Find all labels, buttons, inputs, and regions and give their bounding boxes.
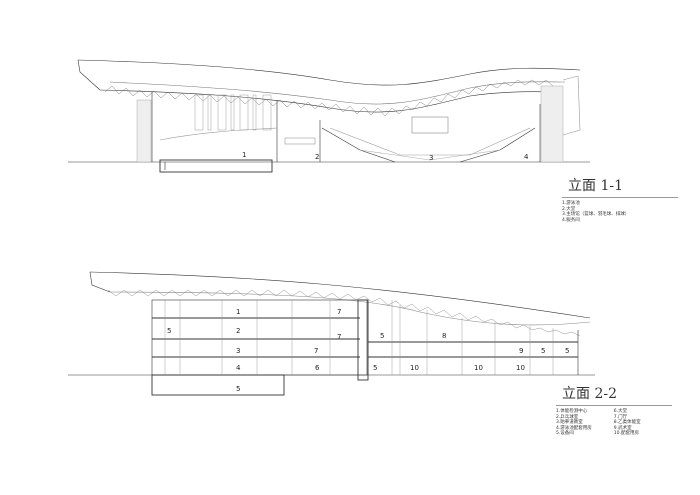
legend-item: 2.大堂: [562, 206, 576, 212]
room-label-4: 4: [524, 153, 529, 161]
legend-item: 3.主场馆（篮球、羽毛球、排球）: [562, 212, 630, 217]
legend-item: 9.武术室: [613, 425, 632, 431]
room-labels-2-2: 1 2 3 4 5 5 6 7 7 7 5 8 5 10 10 10 9 5 5: [167, 308, 569, 393]
svg-text:10: 10: [474, 364, 483, 372]
room-label-3: 3: [429, 154, 433, 162]
svg-text:7: 7: [337, 308, 341, 316]
svg-text:5: 5: [541, 347, 545, 355]
svg-text:5: 5: [565, 347, 569, 355]
legend-section-2-2: 立面 2-2 1.体能检测中心 2.乒乓球室 3.跆拳道教室 4.游泳池配套用房…: [556, 383, 672, 437]
svg-text:5: 5: [373, 364, 377, 372]
svg-text:7: 7: [314, 347, 318, 355]
legend-item: 7.门厅: [613, 414, 628, 420]
svg-text:5: 5: [236, 385, 240, 393]
svg-text:5: 5: [380, 332, 384, 340]
legend-item: 1.体能检测中心: [556, 409, 588, 414]
svg-text:2: 2: [236, 327, 240, 335]
section-title-1-1: 立面 1-1: [562, 175, 678, 198]
room-label-2: 2: [315, 153, 319, 161]
legend-item: 1.游泳池: [562, 201, 580, 206]
legend-item: 5.设备间: [556, 431, 574, 436]
svg-text:6: 6: [315, 364, 320, 372]
legend-item: 3.跆拳道教室: [556, 420, 583, 425]
svg-text:9: 9: [519, 347, 523, 355]
svg-text:3: 3: [236, 347, 240, 355]
legend-item: 4.游泳池配套用房: [556, 425, 592, 431]
legend-item: 10.配套用房: [613, 431, 639, 436]
section-2-2-drawing: [68, 271, 595, 396]
svg-text:7: 7: [337, 333, 341, 341]
legend-item: 8.乙类体能室: [613, 420, 641, 425]
legend-item: 4.服务间: [562, 217, 580, 223]
svg-text:4: 4: [236, 364, 241, 372]
svg-text:8: 8: [442, 332, 446, 340]
legend-item: 6.大堂: [613, 409, 628, 414]
section-1-1-drawing: [68, 59, 590, 173]
svg-text:1: 1: [236, 308, 240, 316]
svg-text:10: 10: [410, 364, 419, 372]
legend-item: 2.乒乓球室: [556, 414, 579, 420]
legend-section-1-1: 立面 1-1 1.游泳池 2.大堂 3.主场馆（篮球、羽毛球、排球） 4.服务间: [562, 175, 678, 223]
svg-text:10: 10: [516, 364, 525, 372]
svg-text:5: 5: [167, 327, 171, 335]
room-label-1: 1: [242, 151, 246, 159]
section-title-2-2: 立面 2-2: [556, 383, 672, 406]
